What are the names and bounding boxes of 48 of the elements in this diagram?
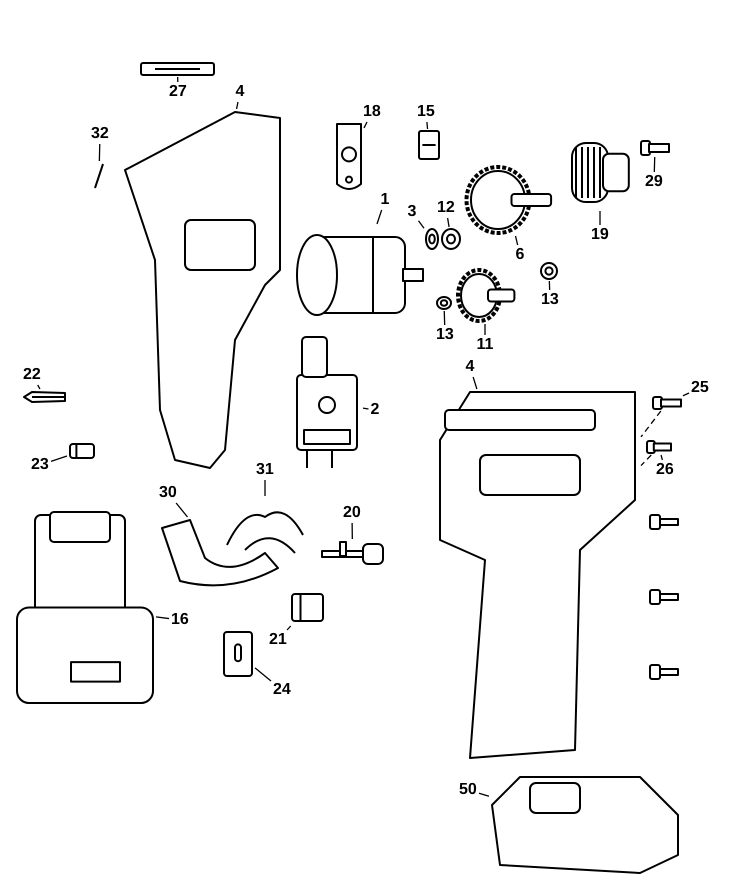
- leader-line: [50, 455, 68, 462]
- leader-line: [264, 480, 266, 496]
- bushing-drawing: [436, 296, 452, 310]
- dashed-line: [640, 454, 652, 466]
- leader-line: [446, 218, 450, 228]
- contact-drawing: [290, 590, 325, 625]
- screw-drawing: [646, 440, 672, 454]
- leader-line: [254, 667, 272, 682]
- leader-line: [37, 384, 41, 390]
- leader-line: [444, 310, 446, 326]
- leader-line: [654, 156, 656, 172]
- leader-line: [484, 324, 486, 335]
- clip-drawing: [68, 440, 96, 462]
- pin-drawing: [92, 162, 106, 190]
- leader-line: [236, 102, 239, 110]
- leader-line: [472, 376, 478, 390]
- plate-drawing: [222, 630, 254, 678]
- key-drawing: [320, 540, 385, 568]
- leader-line: [376, 210, 382, 224]
- leader-line: [418, 220, 425, 229]
- screw-drawing: [652, 396, 682, 410]
- leader-line: [177, 76, 178, 82]
- label-plate-drawing: [140, 62, 215, 76]
- bit-drawing: [22, 390, 67, 404]
- leader-line: [660, 454, 664, 460]
- leader-line: [286, 626, 292, 630]
- leader-line: [548, 280, 550, 290]
- leader-line: [98, 144, 100, 162]
- leader-line: [478, 792, 490, 797]
- battery-drawing: [15, 510, 155, 705]
- washer-drawing: [425, 228, 439, 250]
- charger-drawing: [490, 775, 680, 875]
- gear-drawing: [455, 268, 515, 323]
- pad-drawing: [418, 130, 440, 160]
- leader-line: [682, 392, 690, 396]
- screw-drawing: [640, 140, 670, 156]
- bushing-drawing: [540, 262, 558, 280]
- leader-line: [514, 236, 518, 246]
- gear-drawing: [462, 165, 552, 235]
- leader-line: [156, 616, 170, 620]
- leader-line: [363, 122, 368, 128]
- dashed-line: [640, 410, 662, 438]
- leader-line: [362, 407, 369, 410]
- leader-line: [351, 523, 353, 539]
- leader-line: [176, 502, 188, 518]
- leader-line: [426, 122, 428, 130]
- leader-line: [599, 211, 601, 225]
- bearing-drawing: [441, 228, 461, 250]
